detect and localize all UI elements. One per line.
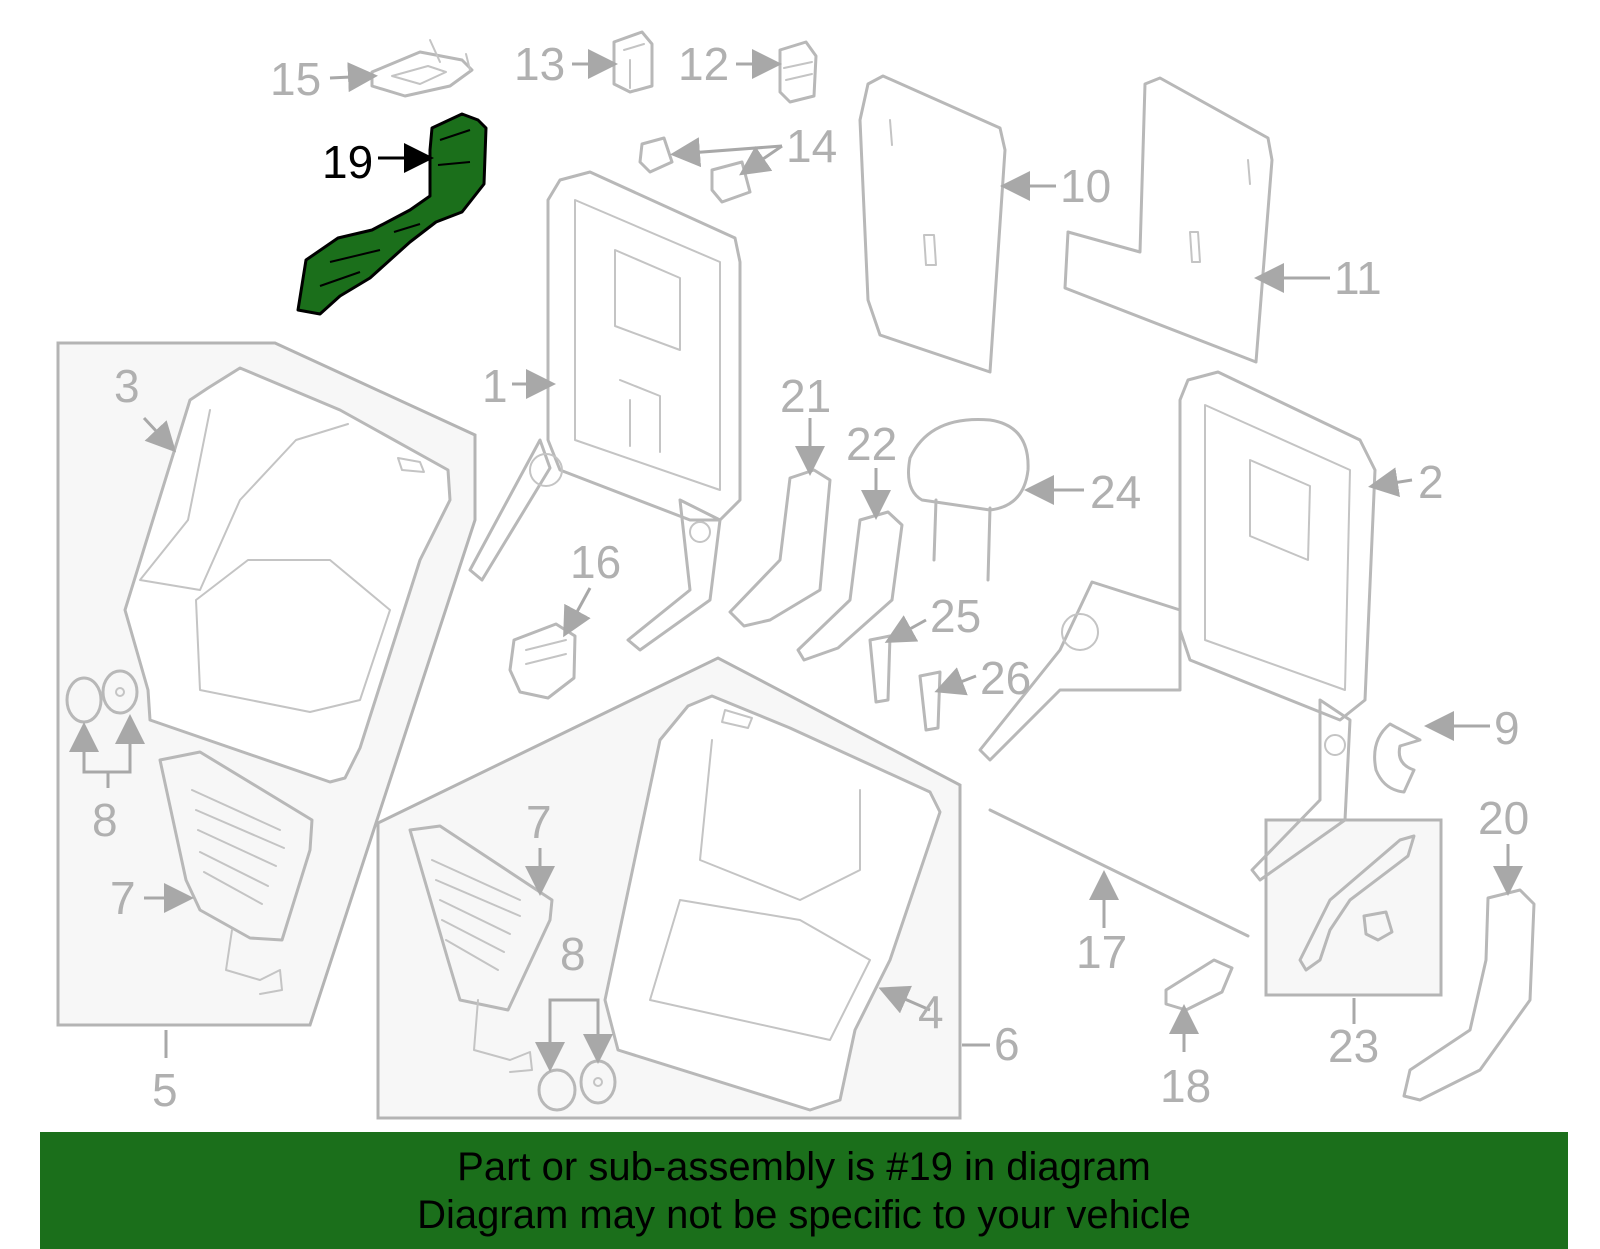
callout-4: 4 (918, 986, 944, 1038)
part-24-headrest (907, 417, 1030, 582)
part-20-cover (1402, 888, 1536, 1102)
info-banner: Part or sub-assembly is #19 in diagram D… (40, 1132, 1568, 1249)
callout-8-left: 8 (92, 794, 118, 846)
callout-25: 25 (930, 590, 981, 642)
callout-19: 19 (322, 136, 373, 188)
callout-12: 12 (678, 38, 729, 90)
part-21-trim (728, 468, 832, 628)
part-3-seat-back (123, 366, 452, 784)
callout-2: 2 (1418, 456, 1444, 508)
callout-8-center: 8 (560, 928, 586, 980)
callout-7-left: 7 (110, 872, 136, 924)
part-18-handle (1164, 958, 1234, 1012)
part-23-bracket (1298, 834, 1416, 972)
callout-15: 15 (270, 53, 321, 105)
callout-14: 14 (786, 120, 837, 172)
callout-11: 11 (1334, 252, 1382, 304)
part-15-clip (370, 39, 474, 98)
part-10-back-panel (858, 74, 1007, 374)
part-25-pin (868, 634, 892, 704)
part-2-seat-frame (978, 370, 1377, 882)
part-4-seat-back (603, 694, 942, 1112)
callout-17: 17 (1076, 926, 1127, 978)
part-7-heater-mat-center (408, 824, 554, 1073)
part-17-rod (988, 808, 1250, 938)
callout-26: 26 (980, 652, 1031, 704)
part-12-cap (778, 40, 818, 104)
callout-10: 10 (1060, 160, 1111, 212)
part-14-guides (638, 136, 752, 204)
callout-7-center: 7 (526, 796, 552, 848)
callout-18: 18 (1160, 1060, 1211, 1112)
part-19-highlighted (296, 112, 488, 316)
callout-9: 9 (1494, 702, 1520, 754)
callout-3: 3 (114, 360, 140, 412)
callout-22: 22 (846, 418, 897, 470)
part-1-seat-frame (468, 170, 742, 652)
callout-labels: 15 13 12 14 19 10 11 1 3 21 22 24 2 16 2… (92, 38, 1529, 1116)
part-13-cap (612, 30, 654, 94)
part-16-bracket (508, 622, 577, 700)
banner-line-1: Part or sub-assembly is #19 in diagram (457, 1144, 1151, 1189)
part-11-back-panel (1063, 76, 1274, 364)
banner-line-2: Diagram may not be specific to your vehi… (417, 1192, 1191, 1237)
part-26-pin (918, 670, 942, 732)
callout-16: 16 (570, 536, 621, 588)
part-9-ring (1373, 722, 1422, 794)
callout-24: 24 (1090, 466, 1141, 518)
callout-6: 6 (994, 1018, 1020, 1070)
callout-23: 23 (1328, 1020, 1379, 1072)
callout-20: 20 (1478, 792, 1529, 844)
callout-13: 13 (514, 38, 565, 90)
part-22-trim (796, 510, 904, 662)
callout-1: 1 (482, 360, 508, 412)
group-box-23 (1264, 818, 1443, 997)
leader-arrows (69, 49, 1523, 1072)
callout-5: 5 (152, 1064, 178, 1116)
callout-21: 21 (780, 370, 831, 422)
